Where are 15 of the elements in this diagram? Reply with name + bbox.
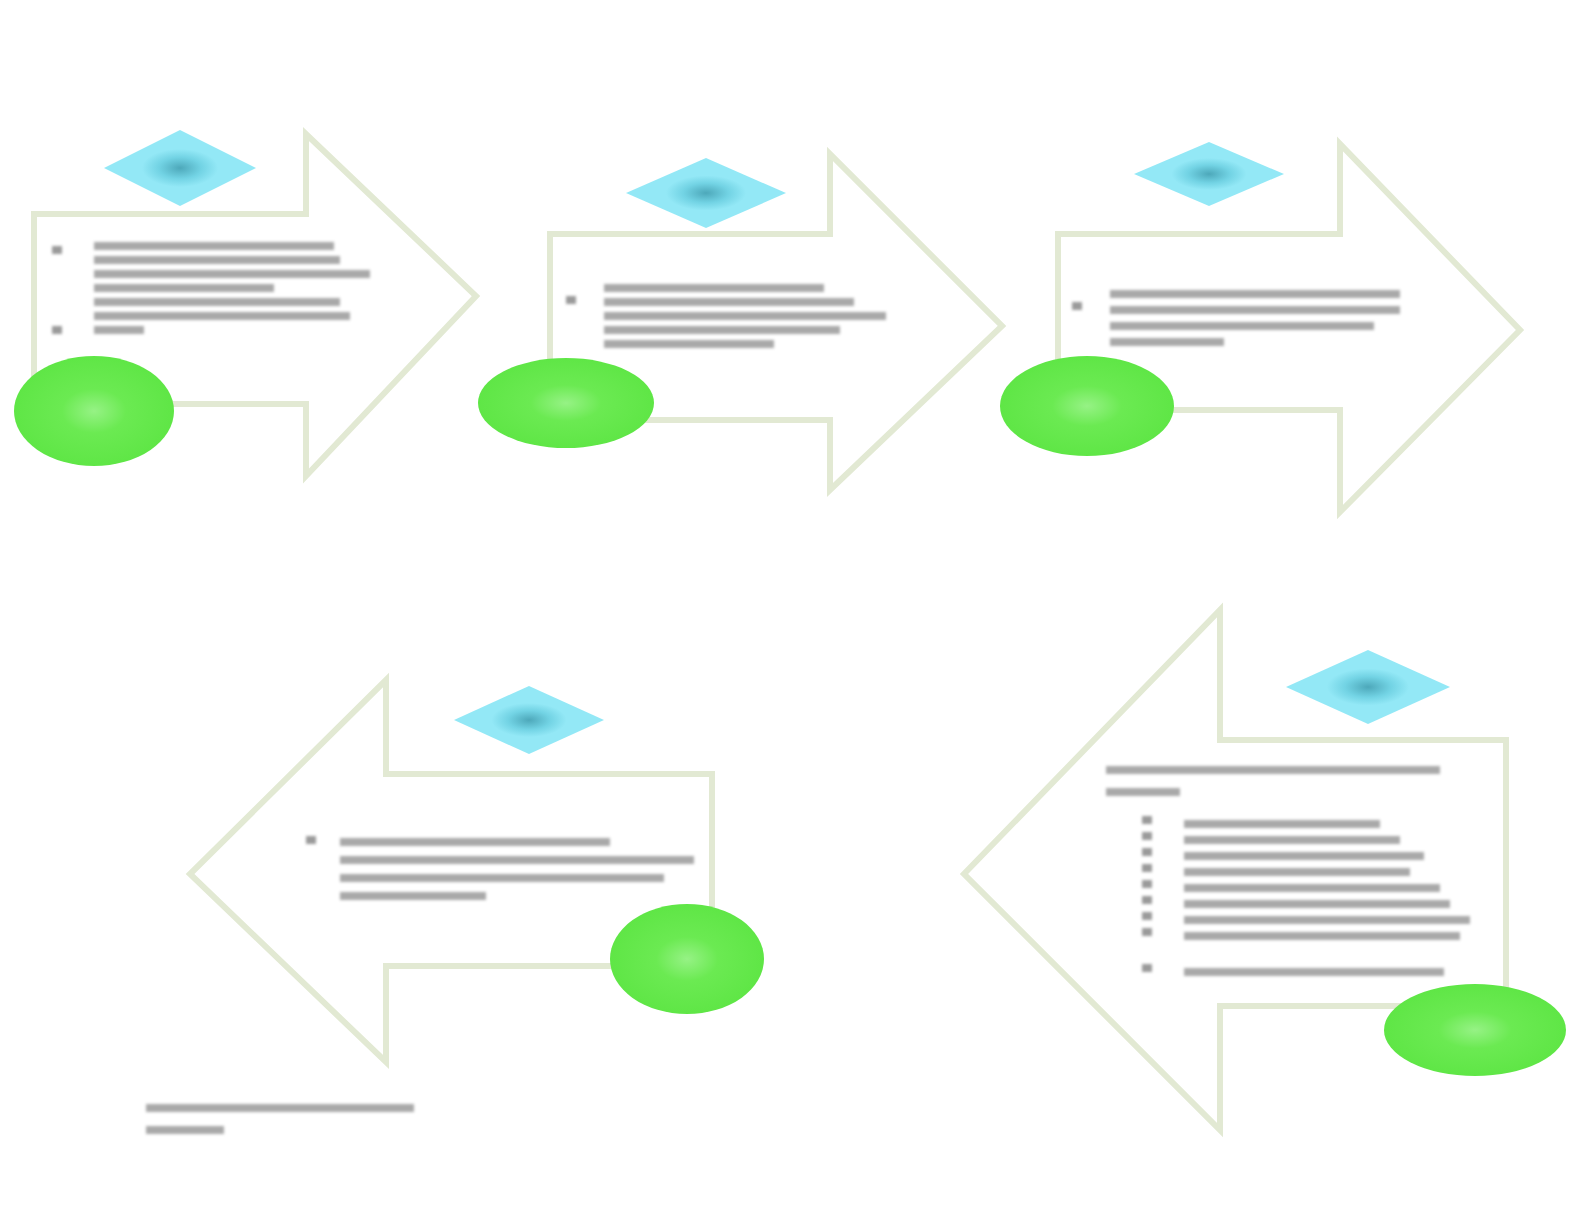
oval-shape — [1000, 356, 1174, 456]
diamond-shape — [104, 130, 256, 206]
diamond-shape — [1134, 142, 1284, 206]
oval-shape — [1384, 984, 1566, 1076]
block-arrow — [546, 150, 1006, 494]
oval-shape — [478, 358, 654, 448]
block-arrow — [1054, 140, 1524, 516]
diamond-shape — [1286, 650, 1450, 724]
oval-shape — [610, 904, 764, 1014]
block-arrow — [186, 676, 716, 1066]
diamond-shape — [626, 158, 786, 228]
diamond-shape — [454, 686, 604, 754]
oval-shape — [14, 356, 174, 466]
block-arrow — [960, 606, 1510, 1134]
block-arrow — [30, 130, 480, 480]
